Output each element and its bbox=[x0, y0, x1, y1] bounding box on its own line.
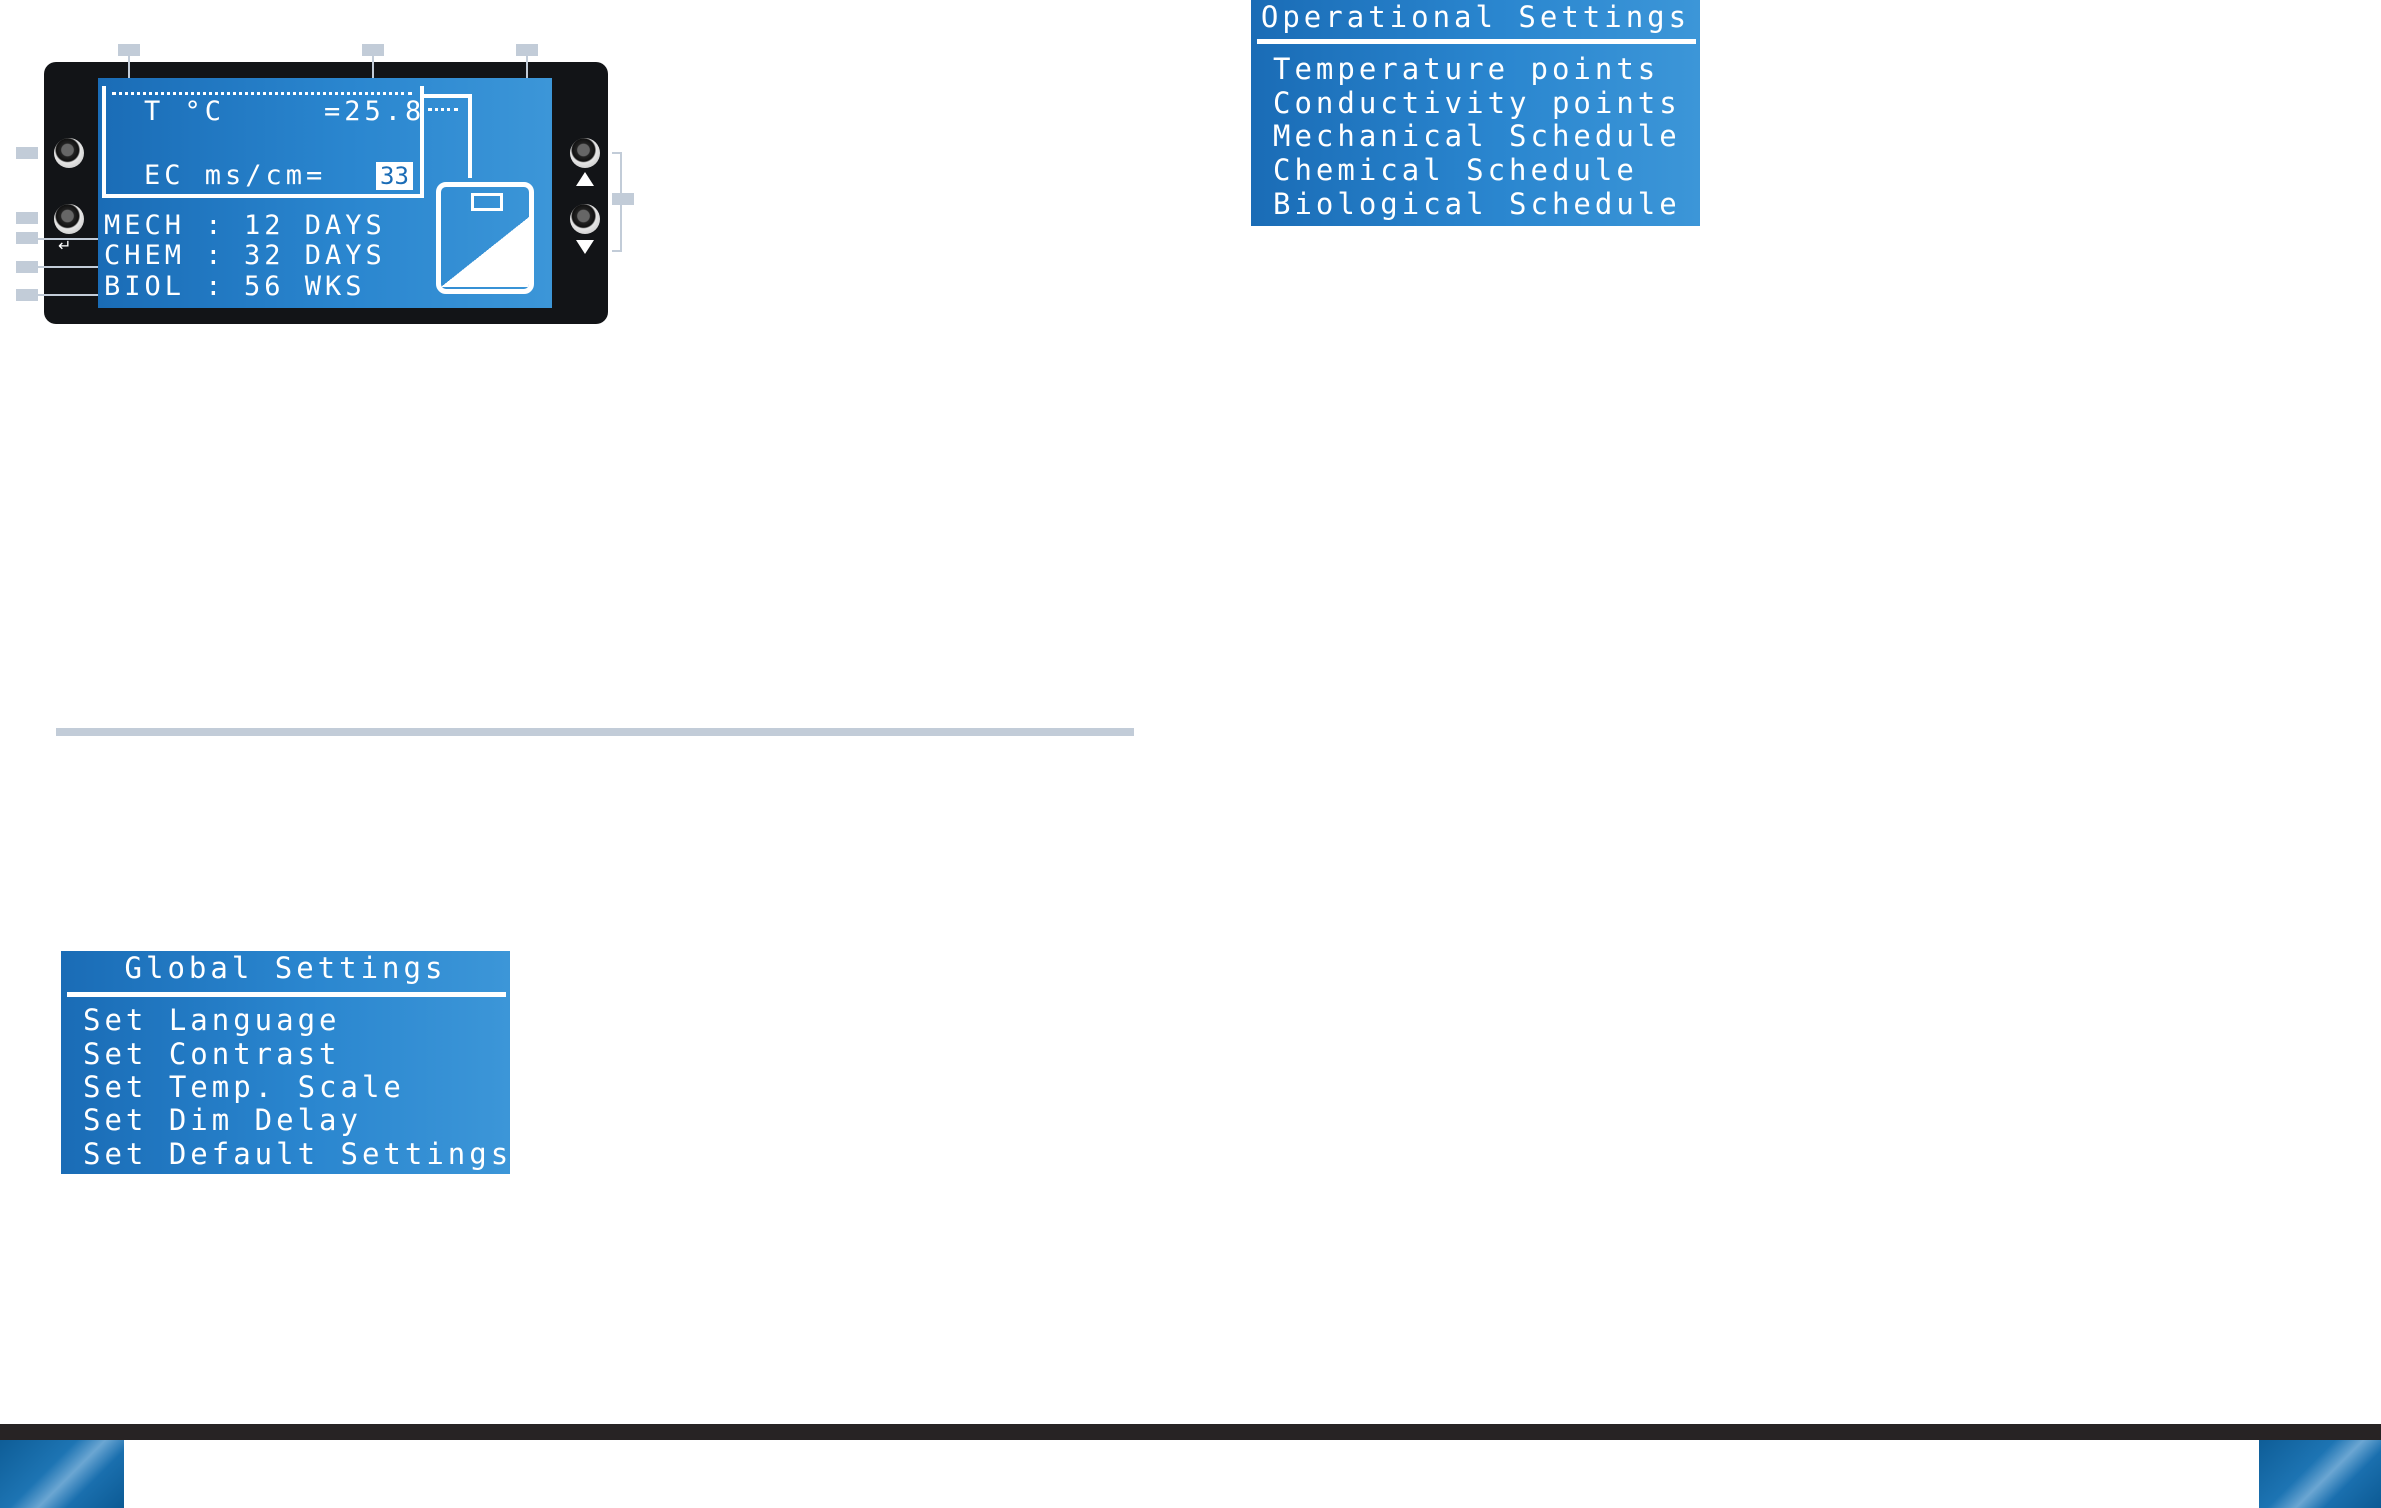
enter-button[interactable] bbox=[54, 204, 84, 234]
menu-item-temperature-points[interactable]: Temperature points bbox=[1273, 52, 1660, 86]
pipe-icon bbox=[424, 94, 472, 178]
footer-corner-left bbox=[0, 1440, 124, 1508]
operational-settings-title: Operational Settings bbox=[1260, 0, 1691, 34]
callout-bracket bbox=[612, 152, 622, 154]
biol-schedule-label: BIOL : bbox=[104, 271, 226, 302]
menu-item-set-default-settings[interactable]: Set Default Settings bbox=[83, 1137, 513, 1171]
menu-button[interactable] bbox=[54, 138, 84, 168]
global-settings-title: Global Settings bbox=[124, 951, 447, 985]
temperature-label: T °C bbox=[144, 96, 226, 127]
pipe-flow-icon bbox=[428, 108, 458, 111]
temperature-value: =25.8 bbox=[324, 96, 426, 127]
footer-corner-right bbox=[2259, 1440, 2381, 1508]
callout-tab-top-left bbox=[118, 44, 140, 56]
callout-line bbox=[38, 294, 104, 296]
callout-line bbox=[38, 266, 104, 268]
menu-item-set-temp-scale[interactable]: Set Temp. Scale bbox=[83, 1070, 405, 1104]
device-lcd-screen: T °C =25.8 EC ms/cm= 33 MECH : 12 DAYS C… bbox=[98, 78, 552, 308]
callout-line bbox=[38, 238, 104, 240]
footer-bar bbox=[0, 1424, 2381, 1440]
section-divider bbox=[56, 728, 1134, 736]
mech-schedule-label: MECH : bbox=[104, 210, 226, 241]
conductivity-label: EC ms/cm= bbox=[144, 160, 327, 191]
down-button[interactable] bbox=[570, 204, 600, 234]
chem-schedule-value: 32 DAYS bbox=[244, 240, 386, 271]
global-settings-menu: Global Settings Set Language Set Contras… bbox=[61, 951, 510, 1174]
menu-item-set-contrast[interactable]: Set Contrast bbox=[83, 1037, 341, 1071]
menu-item-chemical-schedule[interactable]: Chemical Schedule bbox=[1273, 153, 1638, 187]
menu-item-set-language[interactable]: Set Language bbox=[83, 1003, 341, 1037]
up-arrow-icon bbox=[576, 172, 594, 186]
callout-line bbox=[372, 56, 374, 96]
callout-tab-top-right bbox=[516, 44, 538, 56]
menu-item-conductivity-points[interactable]: Conductivity points bbox=[1273, 86, 1681, 120]
menu-title-rule bbox=[67, 992, 506, 997]
callout-tab-left-2 bbox=[16, 212, 38, 224]
callout-tab-right bbox=[612, 193, 634, 205]
enter-icon: ↵ bbox=[58, 236, 72, 255]
menu-title-rule bbox=[1257, 39, 1696, 44]
water-line-icon bbox=[112, 92, 412, 95]
tank-outline bbox=[102, 86, 424, 198]
filter-canister-icon bbox=[436, 182, 534, 294]
callout-tab-left-4 bbox=[16, 261, 38, 273]
callout-tab-top-mid bbox=[362, 44, 384, 56]
mech-schedule-value: 12 DAYS bbox=[244, 210, 386, 241]
down-arrow-icon bbox=[576, 240, 594, 254]
menu-item-biological-schedule[interactable]: Biological Schedule bbox=[1273, 187, 1681, 221]
operational-settings-menu: Operational Settings Temperature points … bbox=[1251, 0, 1700, 226]
menu-item-mechanical-schedule[interactable]: Mechanical Schedule bbox=[1273, 119, 1681, 153]
chem-schedule-label: CHEM : bbox=[104, 240, 226, 271]
up-button[interactable] bbox=[570, 138, 600, 168]
biol-schedule-value: 56 WKS bbox=[244, 271, 366, 302]
callout-tab-left-1 bbox=[16, 147, 38, 159]
callout-tab-left-3 bbox=[16, 232, 38, 244]
menu-item-set-dim-delay[interactable]: Set Dim Delay bbox=[83, 1103, 362, 1137]
callout-bracket bbox=[612, 250, 622, 252]
conductivity-value: 33 bbox=[376, 162, 413, 190]
callout-tab-left-5 bbox=[16, 289, 38, 301]
